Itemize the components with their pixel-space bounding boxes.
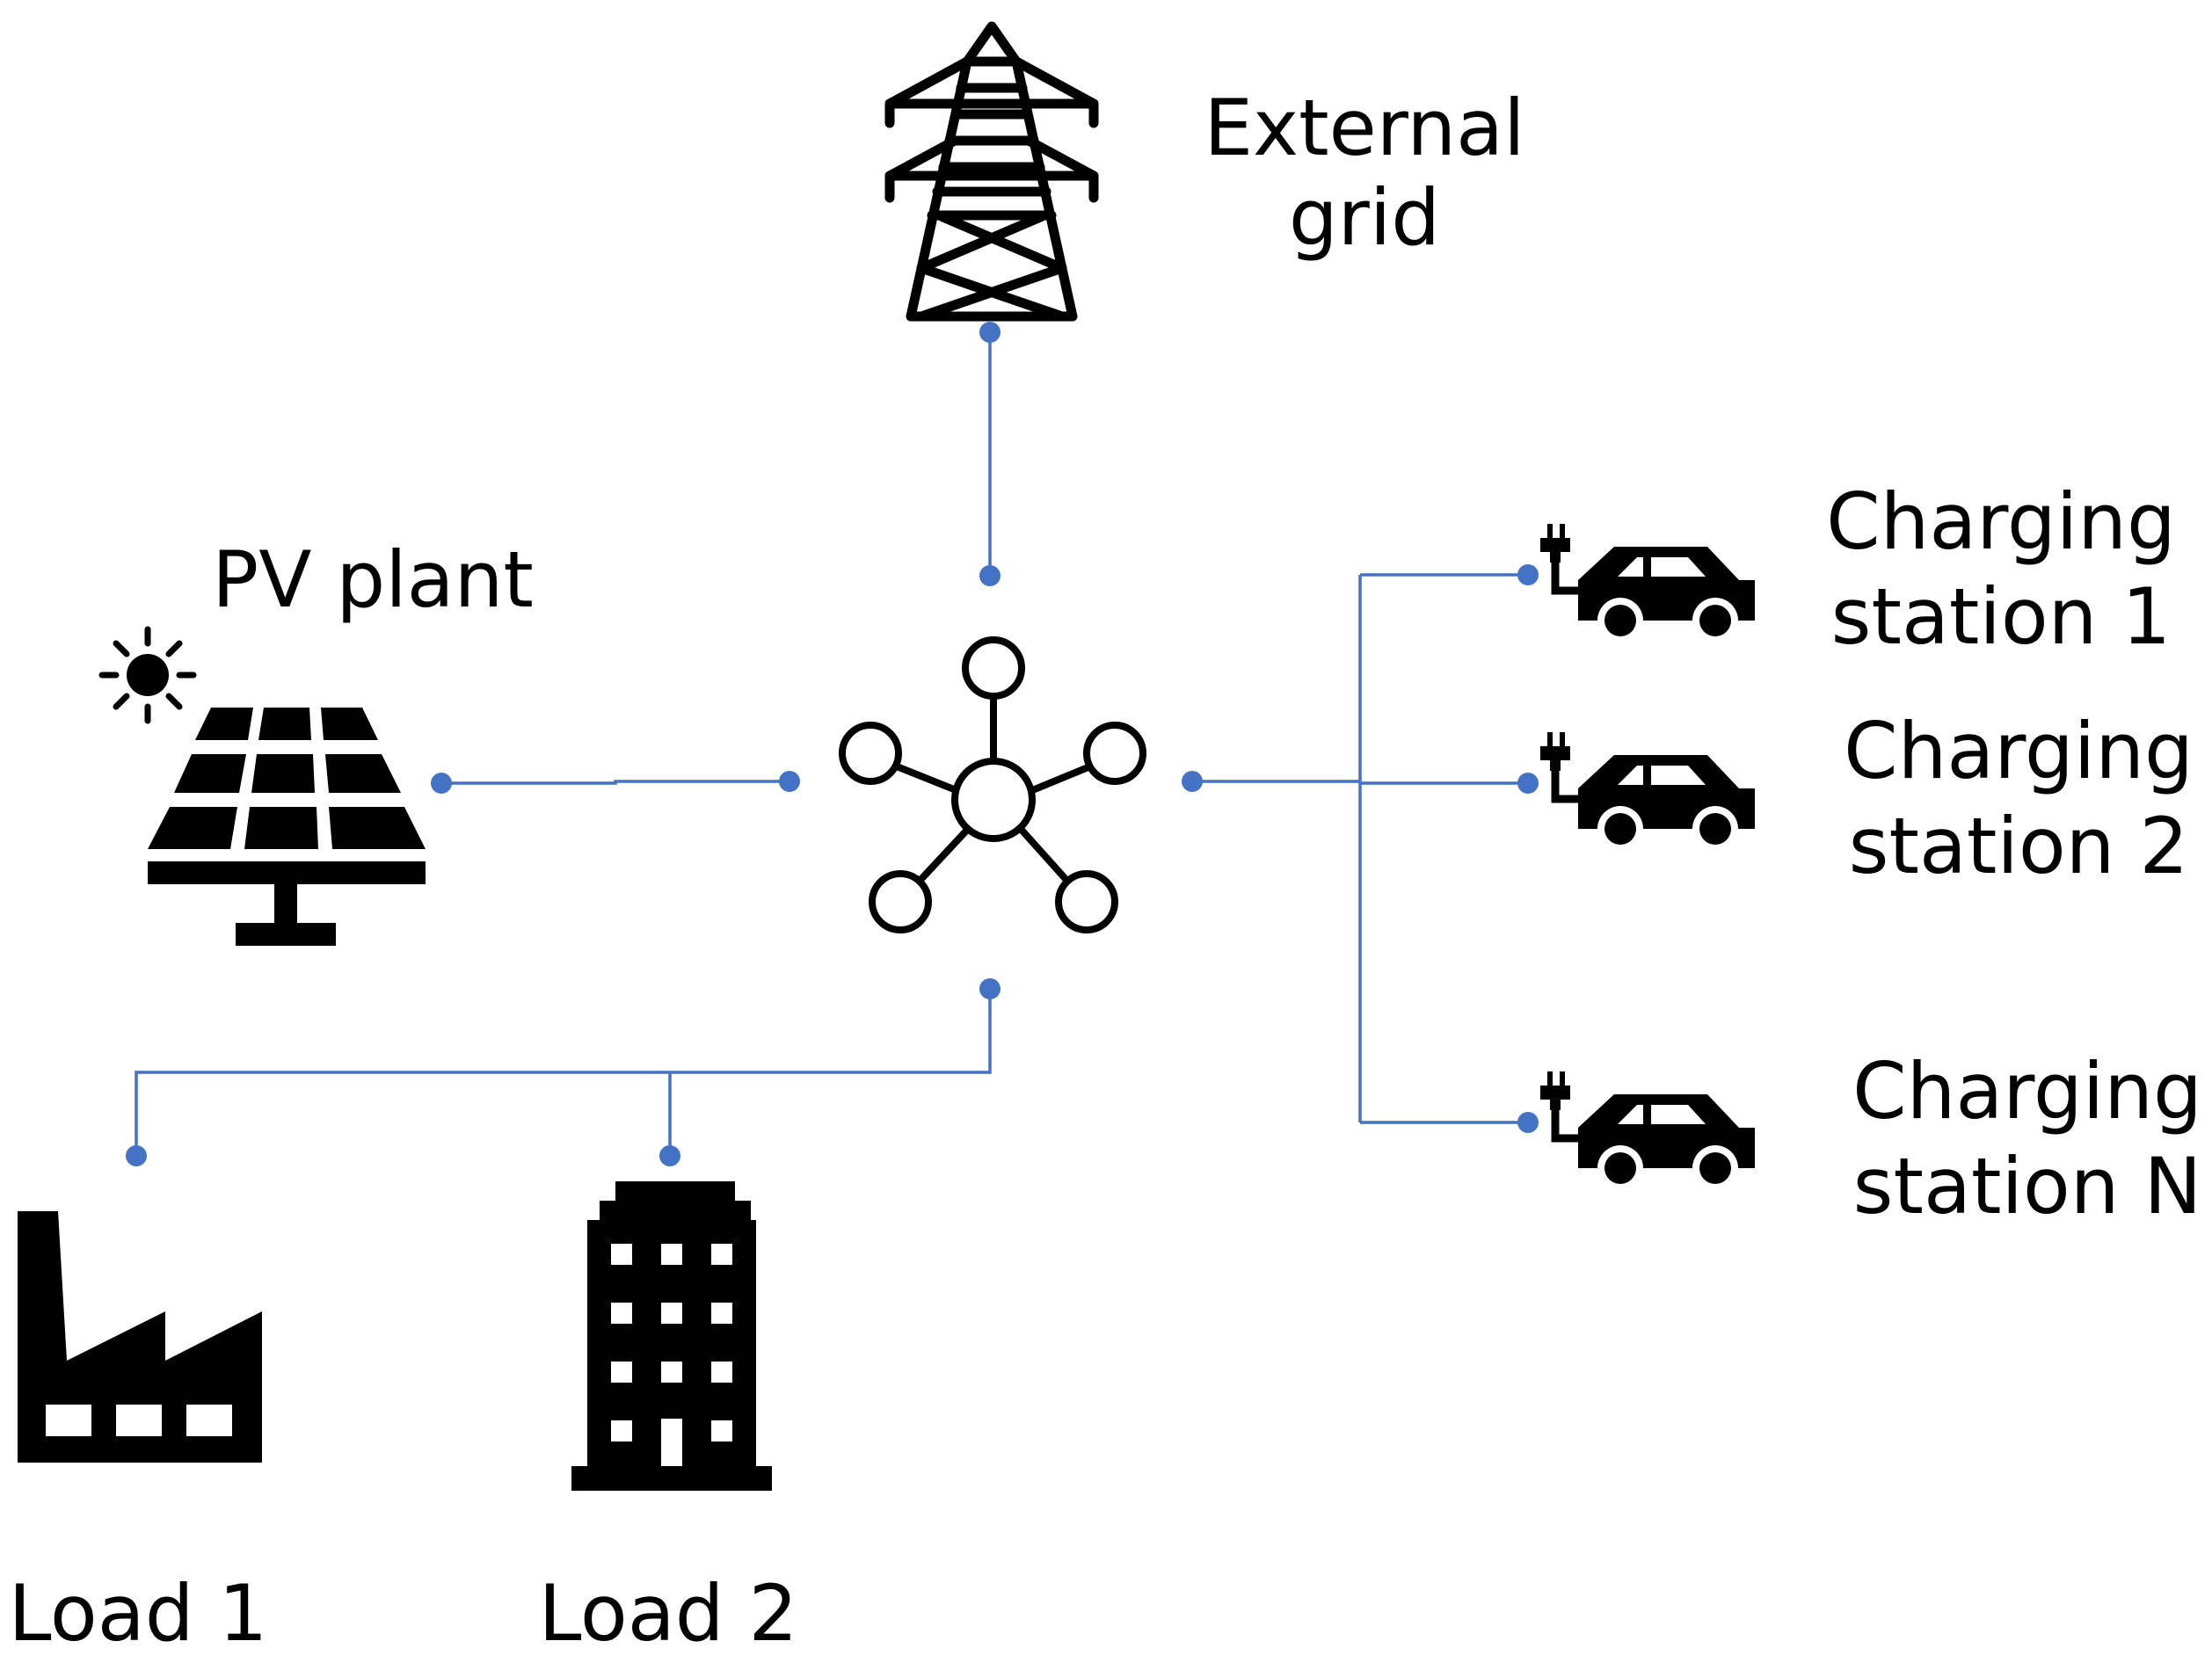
dot-charging-2 <box>1517 773 1539 794</box>
network-hub-icon <box>839 636 1146 933</box>
ev-charging-car-icon-n <box>1540 1071 1755 1191</box>
ev-charging-car-icon-2 <box>1540 732 1755 852</box>
dot-load-2 <box>659 1145 680 1166</box>
sun-icon <box>98 626 197 724</box>
dot-hub-bottom <box>979 978 1000 999</box>
label-charging-station-2-line2: station 2 <box>1849 801 2189 891</box>
dot-hub-left <box>779 771 800 792</box>
dot-charging-n <box>1517 1112 1539 1133</box>
label-charging-station-n-line1: Charging <box>1852 1046 2202 1137</box>
label-charging-station-2-line1: Charging <box>1844 706 2194 796</box>
dot-pv <box>431 773 452 794</box>
label-charging-station-n-line2: station N <box>1853 1141 2202 1231</box>
connection-wires <box>135 332 1528 1156</box>
connection-dots <box>126 322 1539 1166</box>
dot-grid <box>979 322 1000 343</box>
label-charging-station-1-line2: station 1 <box>1831 571 2172 662</box>
dot-charging-1 <box>1517 564 1539 585</box>
factory-icon <box>18 1211 262 1463</box>
solar-panel-icon <box>148 708 426 946</box>
transmission-tower-icon <box>884 21 1099 322</box>
ev-charging-car-icon-1 <box>1540 524 1755 643</box>
wire-hub-loads <box>135 989 992 1156</box>
label-external-grid-line2: grid <box>1289 172 1440 263</box>
dot-hub-top <box>979 565 1000 586</box>
office-building-icon <box>571 1181 772 1491</box>
wire-pv-hub <box>441 780 789 785</box>
dot-load-1 <box>126 1145 147 1166</box>
label-pv-plant: PV plant <box>212 534 534 625</box>
dot-hub-right <box>1182 771 1203 792</box>
label-external-grid-line1: External <box>1204 83 1524 173</box>
label-load-1: Load 1 <box>8 1568 267 1659</box>
label-load-2: Load 2 <box>538 1568 797 1659</box>
label-charging-station-1-line1: Charging <box>1826 476 2176 567</box>
